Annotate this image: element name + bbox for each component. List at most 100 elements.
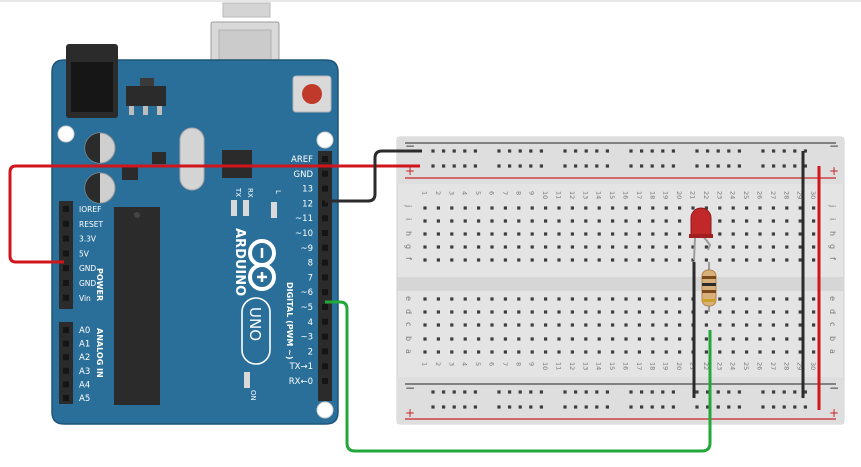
breadboard-hole[interactable] [423,206,427,210]
breadboard-hole[interactable] [611,245,615,249]
breadboard-hole[interactable] [718,323,722,327]
rail-hole[interactable] [463,405,467,409]
rail-hole[interactable] [793,164,797,168]
breadboard-hole[interactable] [463,323,467,327]
breadboard-hole[interactable] [758,310,762,314]
rail-hole[interactable] [584,149,588,153]
breadboard-hole[interactable] [557,323,561,327]
breadboard-hole[interactable] [637,232,641,236]
rail-hole[interactable] [563,405,567,409]
breadboard-hole[interactable] [597,206,601,210]
breadboard-hole[interactable] [718,245,722,249]
header-pin[interactable] [63,354,69,361]
arduino-uno-board[interactable]: TX RX L ON ARDUINO UNO DIGITAL (PWM ~) P… [51,2,339,425]
header-pin[interactable] [322,244,328,251]
breadboard-hole[interactable] [544,245,548,249]
rail-hole[interactable] [595,405,599,409]
breadboard-hole[interactable] [771,350,775,354]
rail-hole[interactable] [518,164,522,168]
rail-hole[interactable] [661,164,665,168]
breadboard-hole[interactable] [570,206,574,210]
rail-hole[interactable] [452,405,456,409]
breadboard-hole[interactable] [691,258,695,262]
rail-hole[interactable] [539,405,543,409]
header-pin[interactable] [63,250,69,257]
rail-hole[interactable] [640,390,644,394]
breadboard-hole[interactable] [718,337,722,341]
breadboard-hole[interactable] [637,350,641,354]
breadboard-hole[interactable] [718,297,722,301]
breadboard-hole[interactable] [718,232,722,236]
breadboard-hole[interactable] [490,323,494,327]
breadboard-hole[interactable] [597,232,601,236]
breadboard-hole[interactable] [570,323,574,327]
rail-hole[interactable] [431,405,435,409]
rail-hole[interactable] [539,390,543,394]
red-led[interactable] [689,207,713,261]
breadboard-hole[interactable] [490,206,494,210]
rail-hole[interactable] [803,149,807,153]
breadboard-hole[interactable] [812,219,816,223]
rail-hole[interactable] [629,390,633,394]
breadboard-hole[interactable] [530,258,534,262]
breadboard-hole[interactable] [490,232,494,236]
breadboard-hole[interactable] [651,245,655,249]
rail-hole[interactable] [661,390,665,394]
breadboard-hole[interactable] [477,323,481,327]
header-pin[interactable] [322,318,328,325]
rail-hole[interactable] [640,149,644,153]
breadboard-hole[interactable] [758,245,762,249]
rail-hole[interactable] [737,390,741,394]
rail-hole[interactable] [782,149,786,153]
rail-hole[interactable] [497,390,501,394]
breadboard-hole[interactable] [731,258,735,262]
rail-hole[interactable] [563,390,567,394]
breadboard-hole[interactable] [678,219,682,223]
header-pin[interactable] [63,381,69,388]
breadboard-hole[interactable] [517,310,521,314]
wire-pin7-to-resistor[interactable] [325,300,712,453]
breadboard-hole[interactable] [651,232,655,236]
breadboard-hole[interactable] [544,232,548,236]
rail-hole[interactable] [518,149,522,153]
breadboard-hole[interactable] [477,297,481,301]
rail-hole[interactable] [650,405,654,409]
rail-hole[interactable] [727,149,731,153]
breadboard-hole[interactable] [731,350,735,354]
breadboard-hole[interactable] [463,297,467,301]
header-pin[interactable] [322,363,328,370]
header-pin[interactable] [63,327,69,333]
breadboard-hole[interactable] [637,206,641,210]
breadboard-hole[interactable] [678,310,682,314]
rail-hole[interactable] [695,405,699,409]
rail-hole[interactable] [629,405,633,409]
breadboard-hole[interactable] [798,323,802,327]
breadboard-hole[interactable] [517,206,521,210]
rail-hole[interactable] [737,164,741,168]
breadboard-hole[interactable] [436,323,440,327]
breadboard-hole[interactable] [678,258,682,262]
breadboard-hole[interactable] [704,323,708,327]
breadboard-hole[interactable] [624,232,628,236]
breadboard-hole[interactable] [597,350,601,354]
breadboard-hole[interactable] [678,245,682,249]
breadboard-hole[interactable] [463,258,467,262]
breadboard-hole[interactable] [463,350,467,354]
breadboard-hole[interactable] [731,310,735,314]
breadboard-hole[interactable] [557,245,561,249]
breadboard-hole[interactable] [731,219,735,223]
breadboard-hole[interactable] [771,206,775,210]
breadboard-hole[interactable] [611,206,615,210]
breadboard-hole[interactable] [664,219,668,223]
rail-hole[interactable] [706,149,710,153]
breadboard-hole[interactable] [731,245,735,249]
rail-hole[interactable] [695,164,699,168]
breadboard-hole[interactable] [463,219,467,223]
breadboard-hole[interactable] [530,323,534,327]
breadboard-hole[interactable] [423,310,427,314]
header-pin[interactable] [322,259,328,266]
rail-hole[interactable] [584,164,588,168]
breadboard-hole[interactable] [423,297,427,301]
rail-hole[interactable] [772,164,776,168]
